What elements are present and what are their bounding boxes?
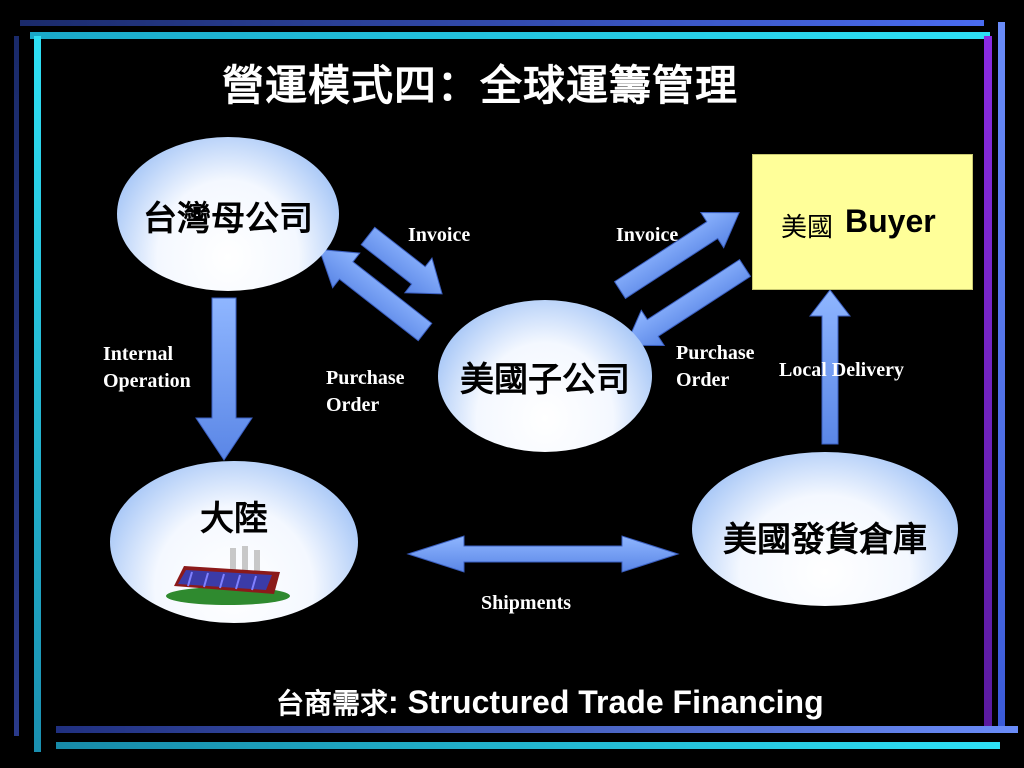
frame-top-bar-blue xyxy=(20,20,984,26)
frame-left-bar-blue xyxy=(14,36,19,736)
local-delivery-label: Local Delivery xyxy=(779,359,904,381)
frame-left-bar-cyan xyxy=(34,36,41,752)
internal-operation-label: Internal Operation xyxy=(103,341,191,395)
purchase-order-left-line1: Purchase xyxy=(326,367,405,389)
frame-top-bar-cyan xyxy=(30,32,990,39)
taiwan-parent-node: 台灣母公司 xyxy=(117,137,339,291)
purchase-order-right-line2: Order xyxy=(676,369,730,391)
purchase-order-right-line1: Purchase xyxy=(676,342,755,364)
buyer-cn-label: 美國 xyxy=(781,213,834,243)
taiwan-parent-label: 台灣母公司 xyxy=(143,199,313,239)
shipments-arrow xyxy=(406,535,680,573)
frame-right-bar-blue xyxy=(998,22,1005,732)
frame-bottom-bar-blue xyxy=(56,726,1018,733)
invoice-right-arrow xyxy=(613,211,740,300)
invoice-right-label: Invoice xyxy=(616,224,679,246)
internal-operation-arrow xyxy=(195,297,253,461)
us-buyer-box: 美國 Buyer xyxy=(752,154,973,290)
internal-operation-line2: Operation xyxy=(103,370,191,392)
frame-bottom-bar-cyan xyxy=(56,742,1000,749)
internal-operation-line1: Internal xyxy=(103,343,173,365)
purchase-order-right-label: Purchase Order xyxy=(676,340,755,394)
purchase-order-left-label: Purchase Order xyxy=(326,365,405,419)
purchase-order-left-line2: Order xyxy=(326,394,380,416)
us-warehouse-label: 美國發貨倉庫 xyxy=(723,520,927,560)
invoice-left-label: Invoice xyxy=(408,224,471,246)
us-subsidiary-label: 美國子公司 xyxy=(460,359,630,400)
factory-icon xyxy=(166,546,290,605)
footer-cn: 台商需求 xyxy=(276,687,389,720)
purchase-order-left-arrow xyxy=(318,248,433,342)
footer-caption: 台商需求: Structured Trade Financing xyxy=(276,682,824,722)
us-subsidiary-node: 美國子公司 xyxy=(438,300,652,452)
local-delivery-arrow xyxy=(808,289,852,445)
buyer-en-label: Buyer xyxy=(845,203,936,239)
invoice-left-arrow xyxy=(360,226,443,295)
frame-right-bar-purple xyxy=(984,36,992,728)
us-warehouse-node: 美國發貨倉庫 xyxy=(692,452,958,606)
shipments-label: Shipments xyxy=(481,592,572,614)
footer-en: : Structured Trade Financing xyxy=(388,684,824,720)
mainland-label: 大陸 xyxy=(200,499,268,539)
slide-title: 營運模式四：全球運籌管理 xyxy=(221,61,738,110)
purchase-order-right-arrow xyxy=(625,258,752,347)
